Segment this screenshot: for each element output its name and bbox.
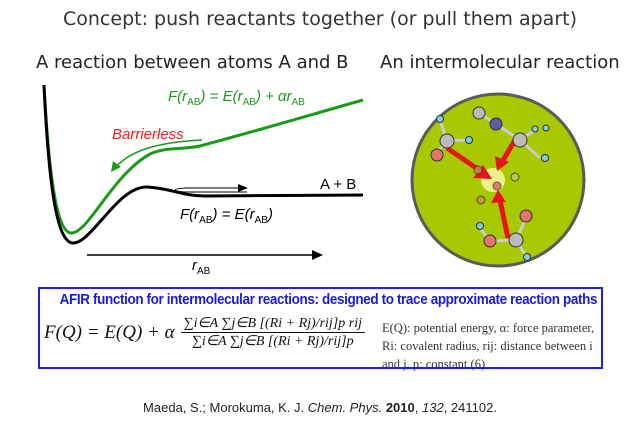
potential-energy-diagram: Barrierless A + B F(rAB) = E(rAB) + αrAB… [42, 84, 586, 277]
r-axis-label: rAB [192, 257, 211, 277]
escape-arrow [174, 187, 247, 193]
products-label: A + B [320, 176, 356, 193]
escape-arrowhead [238, 184, 248, 192]
molecular-reaction-illustration [410, 92, 586, 268]
formula-numerator: ∑i∈A ∑j∈B [(Ri + Rj)/rij]p rij [183, 316, 362, 331]
green-curve [42, 84, 364, 235]
barrierless-label: Barrierless [112, 126, 184, 143]
green-curve-label: F(rAB) = E(rAB) + αrAB [168, 88, 305, 108]
left-panel-title: A reaction between atoms A and B [36, 52, 349, 73]
citation: Maeda, S.; Morokuma, K. J. Chem. Phys. 2… [143, 400, 497, 415]
afir-function-box: AFIR function for intermolecular reactio… [38, 287, 603, 371]
concept-heading: Concept: push reactants together (or pul… [63, 8, 577, 30]
black-curve-label: F(rAB) = E(rAB) [180, 206, 273, 226]
afir-formula: F(Q) = E(Q) + α ∑i∈A ∑j∈B [(Ri + Rj)/rij… [44, 315, 365, 350]
formula-lhs: F(Q) = E(Q) + α [44, 321, 175, 343]
afir-title: AFIR function for intermolecular reactio… [59, 292, 598, 308]
right-panel-title: An intermolecular reaction [380, 52, 620, 73]
formula-denominator: ∑i∈A ∑j∈B [(Ri + Rj)/rij]p [191, 334, 354, 349]
barrierless-arrowhead [111, 161, 121, 172]
barrierless-arrow [114, 139, 203, 169]
r-axis-arrowhead [312, 250, 323, 260]
black-curve [42, 84, 364, 245]
afir-legend: E(Q): potential energy, α: force paramet… [382, 321, 595, 371]
